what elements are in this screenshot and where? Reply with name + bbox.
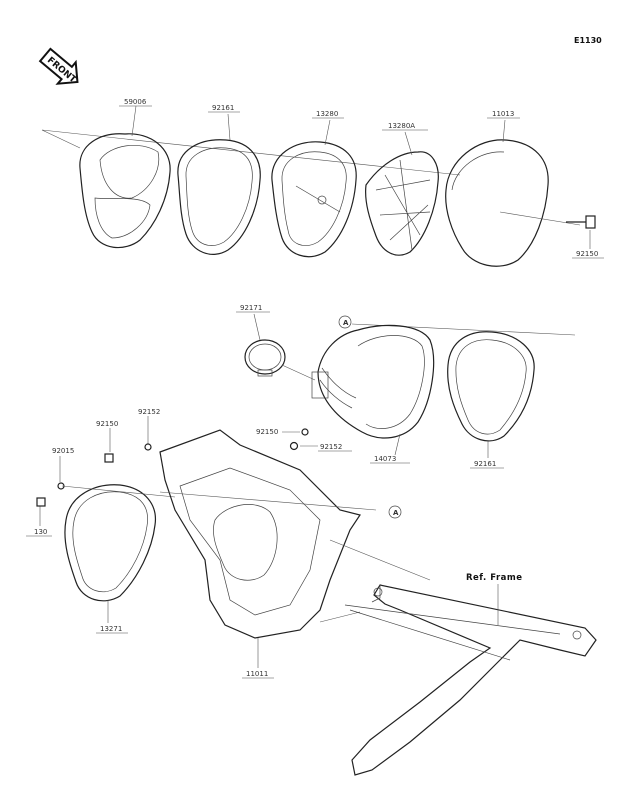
label-case: 11011 — [246, 670, 268, 678]
bolt-icon — [566, 215, 596, 229]
washer-icon — [144, 443, 152, 451]
label-bolt-top: 92150 — [576, 250, 598, 258]
label-duct: 14073 — [374, 455, 396, 463]
label-bolt-mid: 92150 — [256, 428, 278, 436]
washer-icon — [289, 441, 299, 451]
gasket-top — [177, 139, 261, 255]
label-gasket-left: 13271 — [100, 625, 122, 633]
label-nut: 92015 — [52, 447, 74, 455]
air-cleaner-case — [159, 429, 361, 639]
bolt-icon — [301, 428, 309, 436]
label-holder: 13280 — [316, 110, 338, 118]
label-element: 11013 — [492, 110, 514, 118]
callout-a-bottom: A — [393, 509, 399, 517]
label-washer-mid: 92152 — [320, 443, 342, 451]
clamp-band — [244, 339, 286, 377]
screw-icon — [36, 497, 46, 507]
label-gasket-top: 92161 — [212, 104, 234, 112]
frame-reference — [344, 584, 597, 776]
label-gasket-duct: 92161 — [474, 460, 496, 468]
bolt-icon — [104, 453, 114, 463]
label-screw: 130 — [34, 528, 47, 536]
label-band: 92171 — [240, 304, 262, 312]
gasket-left — [64, 484, 157, 602]
label-cover: 59006 — [124, 98, 147, 106]
air-duct — [311, 324, 435, 439]
front-arrow-icon: FRONT — [38, 47, 79, 86]
filter-holder-a — [365, 151, 439, 256]
ref-frame-label: Ref. Frame — [466, 573, 523, 583]
label-bolt-left: 92150 — [96, 420, 118, 428]
page-code: E1130 — [574, 36, 602, 45]
label-holder-a: 13280A — [388, 122, 415, 130]
air-filter-element — [445, 139, 581, 267]
filter-holder — [271, 141, 357, 258]
callout-a-top: A — [343, 319, 349, 327]
air-cleaner-cover — [79, 133, 171, 249]
label-washer-left: 92152 — [138, 408, 160, 416]
gasket-duct — [447, 331, 535, 442]
